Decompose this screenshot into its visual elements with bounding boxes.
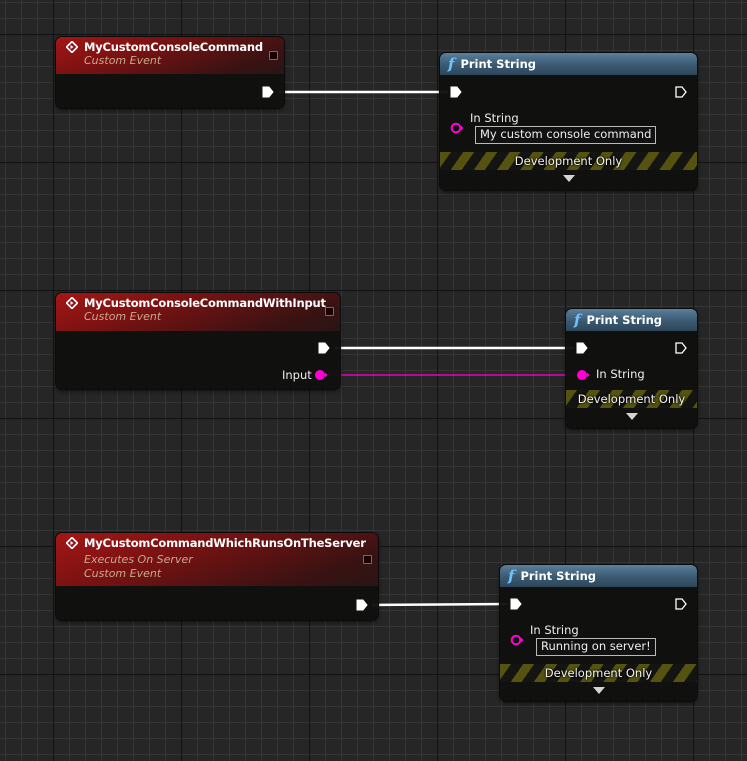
print-string-node[interactable]: f Print String In String My custom conso…: [440, 53, 697, 190]
event-diamond-icon: [66, 41, 78, 53]
event-title: MyCustomCommandWhichRunsOnTheServer: [84, 536, 366, 550]
development-only-banner: Development Only: [500, 664, 697, 682]
custom-event-node[interactable]: MyCustomConsoleCommandWithInput Custom E…: [56, 293, 340, 389]
custom-event-node[interactable]: MyCustomConsoleCommand Custom Event: [56, 37, 284, 108]
exec-output-pin[interactable]: [675, 342, 687, 354]
event-subtitle: Custom Event: [84, 567, 162, 580]
expand-arrow-icon[interactable]: [625, 413, 638, 420]
delegate-pin[interactable]: [363, 555, 372, 564]
event-node-header: MyCustomConsoleCommandWithInput Custom E…: [56, 293, 340, 331]
exec-input-pin[interactable]: [510, 598, 522, 610]
function-title: Print String: [586, 313, 662, 327]
development-only-banner: Development Only: [566, 390, 697, 408]
event-diamond-icon: [66, 537, 78, 549]
function-f-icon: f: [448, 54, 455, 73]
string-input-pin[interactable]: [450, 122, 464, 134]
exec-output-pin[interactable]: [675, 598, 687, 610]
string-input-pin[interactable]: [510, 634, 524, 646]
function-title: Print String: [520, 569, 596, 583]
in-string-label: In String: [596, 367, 645, 381]
delegate-pin[interactable]: [269, 51, 278, 60]
function-node-header: f Print String: [566, 309, 697, 331]
in-string-input[interactable]: My custom console command: [475, 126, 657, 144]
exec-input-pin[interactable]: [450, 86, 462, 98]
input-output-label: Input: [282, 368, 312, 382]
in-string-input[interactable]: Running on server!: [536, 638, 656, 656]
exec-output-pin[interactable]: [675, 86, 687, 98]
function-title: Print String: [460, 57, 536, 71]
expand-arrow-icon[interactable]: [592, 687, 605, 694]
development-only-banner: Development Only: [440, 152, 697, 170]
expand-arrow-icon[interactable]: [562, 175, 575, 182]
print-string-node[interactable]: f Print String In String Development Onl…: [566, 309, 697, 428]
in-string-label: In String: [530, 623, 579, 637]
event-title: MyCustomConsoleCommand: [84, 40, 263, 54]
exec-wire-3: [371, 602, 509, 607]
exec-input-pin[interactable]: [576, 342, 588, 354]
delegate-pin[interactable]: [325, 307, 334, 316]
exec-output-pin[interactable]: [262, 86, 274, 98]
print-string-node[interactable]: f Print String In String Running on serv…: [500, 565, 697, 701]
in-string-label: In String: [470, 111, 519, 125]
event-node-header: MyCustomConsoleCommand Custom Event: [56, 37, 284, 74]
exec-output-pin[interactable]: [318, 342, 330, 354]
function-f-icon: f: [574, 310, 581, 329]
string-output-pin[interactable]: [314, 369, 328, 381]
event-subtitle: Custom Event: [84, 310, 162, 323]
string-input-pin[interactable]: [576, 369, 590, 381]
custom-event-node[interactable]: MyCustomCommandWhichRunsOnTheServer Exec…: [56, 533, 378, 620]
function-node-header: f Print String: [500, 565, 697, 587]
event-title: MyCustomConsoleCommandWithInput: [84, 296, 326, 310]
function-f-icon: f: [508, 566, 515, 585]
event-diamond-icon: [66, 297, 78, 309]
event-node-header: MyCustomCommandWhichRunsOnTheServer Exec…: [56, 533, 378, 586]
exec-output-pin[interactable]: [356, 599, 368, 611]
event-subtitle: Custom Event: [84, 54, 162, 67]
event-replication-subtitle: Executes On Server: [84, 553, 193, 566]
function-node-header: f Print String: [440, 53, 697, 75]
